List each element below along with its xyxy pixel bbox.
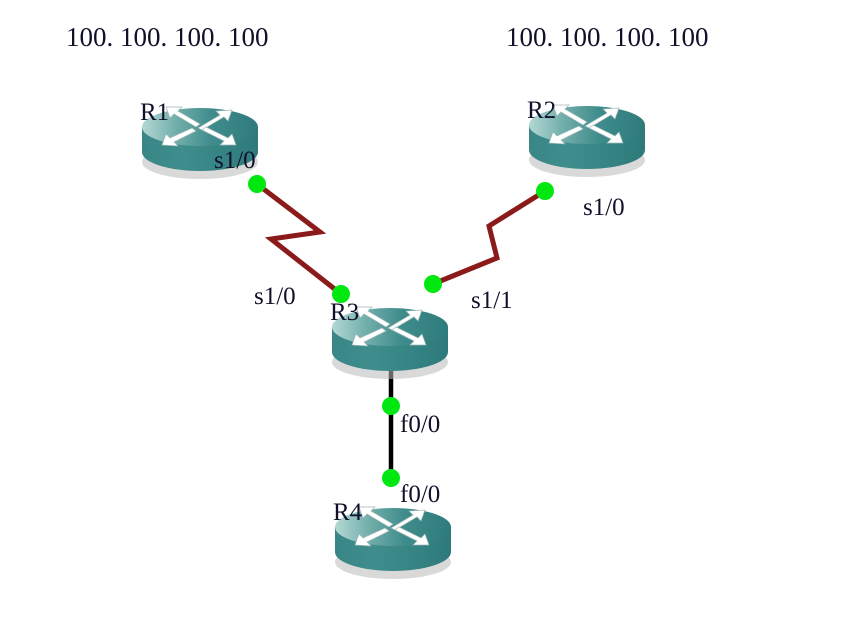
dot-r2-s1-0[interactable] xyxy=(536,182,554,200)
dot-r3-s1-0[interactable] xyxy=(332,285,350,303)
router-label-r4: R4 xyxy=(333,499,363,526)
link-r2-r3[interactable] xyxy=(432,188,547,287)
link-r1-r3[interactable] xyxy=(255,182,343,296)
dot-r4-f0-0[interactable] xyxy=(382,469,400,487)
ip-label-left: 100. 100. 100. 100 xyxy=(66,22,269,52)
ip-label-right: 100. 100. 100. 100 xyxy=(506,22,709,52)
iface-r3-s1-0: s1/0 xyxy=(254,283,296,310)
iface-r3-s1-1: s1/1 xyxy=(471,287,513,314)
iface-r3-f0-0: f0/0 xyxy=(400,411,441,438)
interface-dots xyxy=(248,175,554,487)
iface-r2-s1-0: s1/0 xyxy=(583,194,625,221)
links xyxy=(255,182,547,480)
dot-r1-s1-0[interactable] xyxy=(248,175,266,193)
iface-r4-f0-0: f0/0 xyxy=(400,481,441,508)
router-label-r3: R3 xyxy=(330,299,360,326)
router-label-r2: R2 xyxy=(527,97,557,124)
router-label-r1: R1 xyxy=(140,99,170,126)
dot-r3-s1-1[interactable] xyxy=(424,275,442,293)
dot-r3-f0-0[interactable] xyxy=(382,397,400,415)
iface-r1-s1-0: s1/0 xyxy=(214,147,256,174)
routers xyxy=(141,104,646,580)
